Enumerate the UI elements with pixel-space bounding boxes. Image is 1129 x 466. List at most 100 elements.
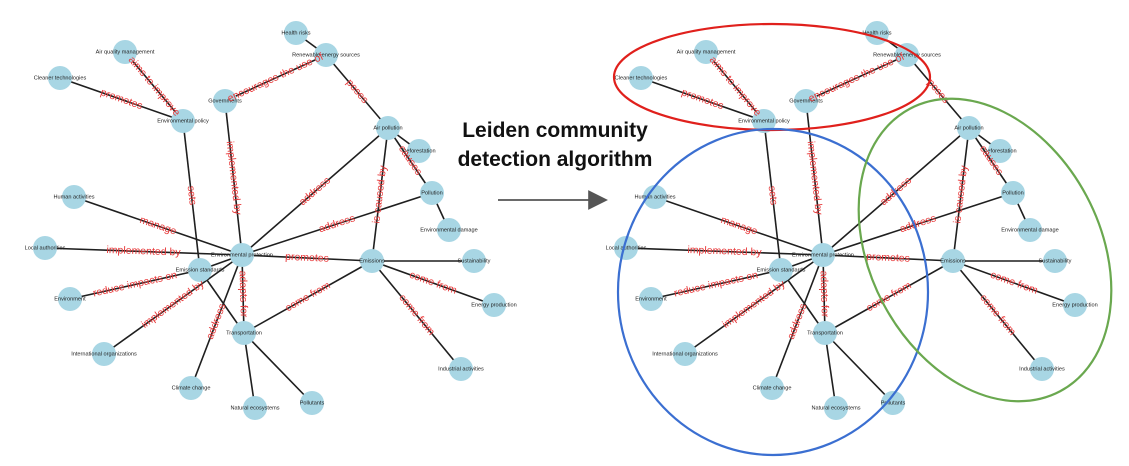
- edge-label: encourages the use of: [807, 51, 907, 105]
- node-circle: [694, 40, 718, 64]
- edge-label: poses: [344, 77, 371, 106]
- node-label: Renewable energy sources: [873, 52, 941, 58]
- node-circle: [794, 89, 818, 113]
- node-deforestation: Deforestation: [983, 139, 1017, 163]
- node-climate: Climate change: [172, 376, 211, 400]
- edge-env_protection-transportation: [822, 254, 826, 334]
- edge-renewable-air_pollution: [325, 54, 389, 129]
- edge-emissions-transportation: [243, 260, 373, 334]
- node-label: International organizations: [71, 351, 137, 357]
- edge-label: sets: [185, 185, 199, 206]
- node-emission_std: Emission standards: [176, 258, 225, 282]
- node-intl_org: International organizations: [652, 342, 718, 366]
- node-label: Governments: [789, 98, 823, 104]
- edge-env_protection-transportation: [241, 254, 245, 334]
- node-circle: [300, 391, 324, 415]
- node-circle: [769, 258, 793, 282]
- edge-label: is caused by: [951, 164, 970, 224]
- node-label: Deforestation: [983, 148, 1016, 154]
- node-circle: [895, 43, 919, 67]
- node-governments: Governments: [208, 89, 242, 113]
- edge-label: reduce impacts on: [673, 269, 760, 299]
- edge-label: come from: [864, 279, 913, 314]
- node-label: Emissions: [940, 258, 966, 264]
- node-circle: [58, 287, 82, 311]
- node-circle: [813, 321, 837, 345]
- node-label: Cleaner technologies: [34, 75, 87, 81]
- node-circle: [1063, 293, 1087, 317]
- node-governments: Governments: [789, 89, 823, 113]
- node-circle: [449, 357, 473, 381]
- node-local_auth: Local authorities: [25, 236, 66, 260]
- node-circle: [629, 66, 653, 90]
- edge-label: promotes: [866, 251, 910, 265]
- node-label: Pollutants: [300, 400, 325, 406]
- node-circle: [643, 185, 667, 209]
- community-blue: [616, 127, 930, 457]
- node-pollutants: Pollutants: [881, 391, 906, 415]
- node-label: Air pollution: [954, 125, 983, 131]
- node-circle: [881, 391, 905, 415]
- edge-environment-emission_std: [69, 269, 201, 300]
- node-air_pollution: Air pollution: [373, 116, 403, 140]
- node-emissions: Emissions: [359, 249, 385, 273]
- edge-air_pollution-pollution: [968, 127, 1014, 194]
- edge-label: address: [204, 302, 229, 341]
- edge-label: address: [317, 212, 356, 235]
- edge-renewable-air_pollution: [906, 54, 970, 129]
- node-label: Environment: [635, 296, 667, 302]
- edge-label: implemented by: [805, 140, 825, 216]
- node-pollutants: Pollutants: [300, 391, 325, 415]
- node-label: Energy production: [1052, 302, 1097, 308]
- node-label: Health risks: [281, 30, 310, 36]
- node-env_damage: Environmental damage: [420, 218, 478, 242]
- edge-climate-env_protection: [771, 254, 824, 389]
- node-circle: [811, 243, 835, 267]
- edge-governments-renewable: [805, 54, 908, 102]
- node-label: Pollutants: [881, 400, 906, 406]
- node-environment: Environment: [635, 287, 667, 311]
- edge-emissions-transportation: [824, 260, 954, 334]
- node-label: Environmental damage: [1001, 227, 1059, 233]
- node-renewable: Renewable energy sources: [292, 43, 360, 67]
- node-sustainability: Sustainability: [1039, 249, 1072, 273]
- node-local_auth: Local authorities: [606, 236, 647, 260]
- node-env_policy: Environmental policy: [157, 109, 209, 133]
- node-natural_eco: Natural ecosystems: [811, 396, 861, 420]
- edge-env_protection-emissions: [822, 254, 954, 262]
- node-health_risks: Health risks: [281, 21, 311, 45]
- node-circle: [462, 249, 486, 273]
- edge-label: adapts for: [237, 270, 250, 317]
- node-label: Pollution: [421, 190, 442, 196]
- node-label: Climate change: [172, 385, 211, 391]
- node-human_act: Human activities: [53, 185, 95, 209]
- edge-label: promotes: [99, 86, 144, 112]
- node-label: Natural ecosystems: [811, 405, 860, 411]
- node-energy_prod: Energy production: [471, 293, 517, 317]
- edge-emissions-industrial: [371, 260, 462, 370]
- edge-human_act-env_protection: [73, 196, 243, 256]
- node-circle: [482, 293, 506, 317]
- edge-air_pollution-emissions: [952, 127, 970, 262]
- node-circle: [420, 181, 444, 205]
- edge-env_protection-emissions: [241, 254, 373, 262]
- edge-pollution-env_protection: [822, 192, 1014, 256]
- edge-label: implemented by: [687, 244, 762, 259]
- node-label: Human activities: [634, 194, 675, 200]
- left-edges: [44, 32, 495, 409]
- edge-label: come from: [989, 269, 1040, 297]
- caption-line-2: detection algorithm: [457, 148, 653, 171]
- node-label: Industrial activities: [438, 366, 484, 372]
- node-emission_std: Emission standards: [757, 258, 806, 282]
- node-label: Environment: [54, 296, 86, 302]
- node-circle: [673, 342, 697, 366]
- edge-label: come from: [408, 269, 459, 297]
- node-label: Governments: [208, 98, 242, 104]
- edge-intl_org-env_protection: [684, 254, 824, 355]
- node-circle: [314, 43, 338, 67]
- node-circle: [171, 109, 195, 133]
- node-emissions: Emissions: [940, 249, 966, 273]
- node-circle: [360, 249, 384, 273]
